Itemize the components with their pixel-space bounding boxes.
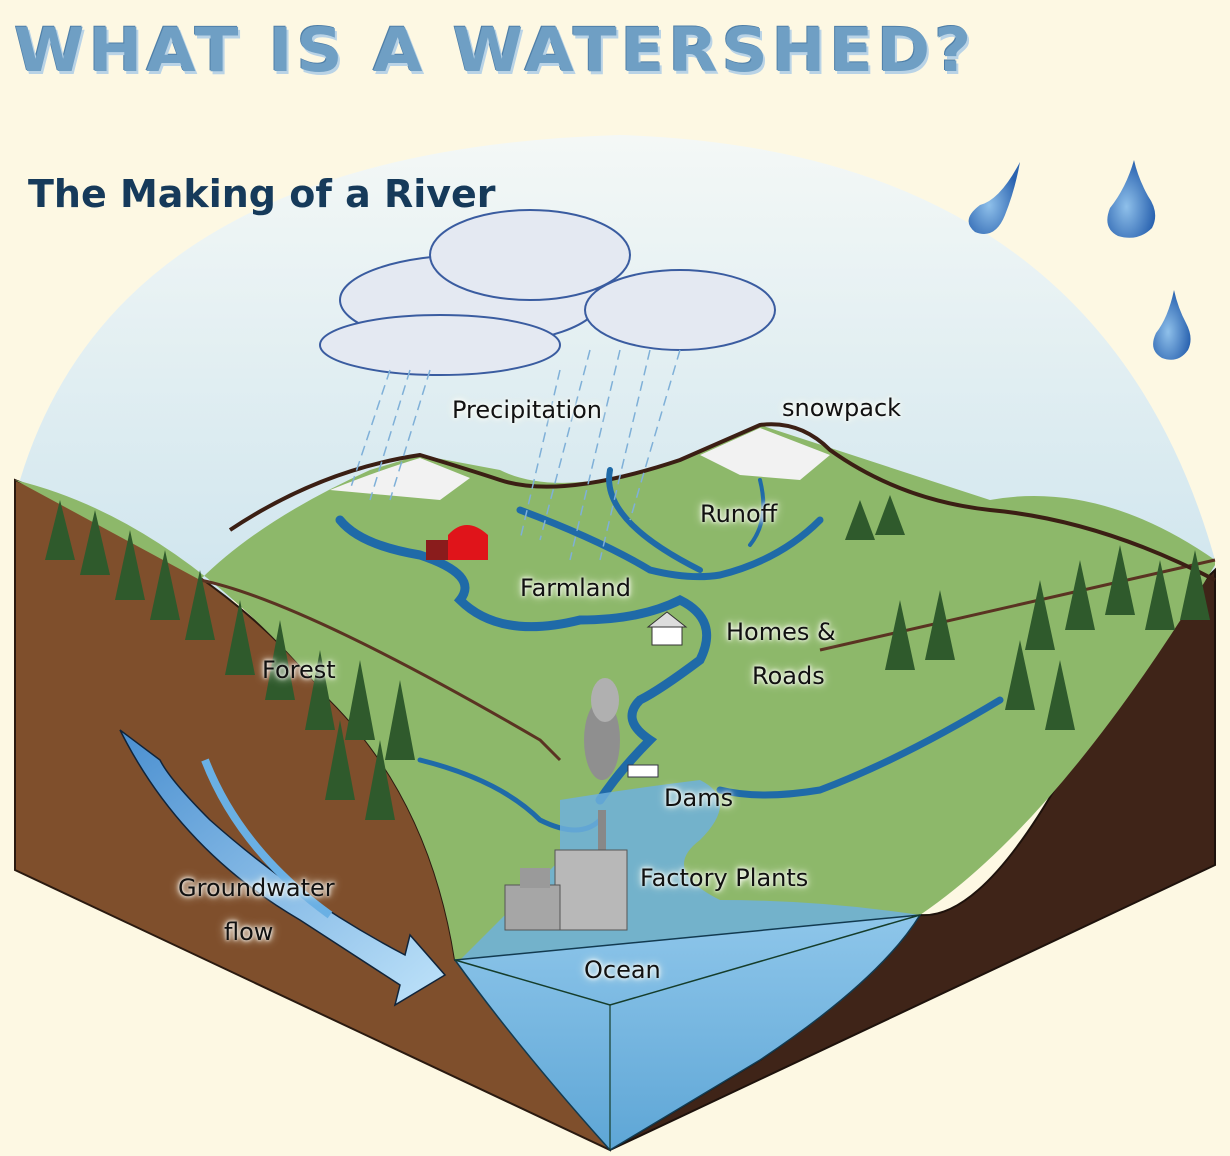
- mountain-ridge: [228, 422, 1216, 582]
- label-ocean: Ocean: [584, 956, 661, 984]
- dam-icon: [627, 764, 659, 778]
- label-dams: Dams: [664, 784, 734, 812]
- rain-streaks: [349, 349, 681, 561]
- label-groundwater: Groundwater: [178, 874, 335, 902]
- cloud-icon: [319, 209, 776, 376]
- subtitle: The Making of a River: [28, 172, 496, 216]
- label-homes: Homes &: [726, 618, 836, 646]
- factory-icon: [504, 678, 628, 931]
- barn-icon: [426, 525, 488, 560]
- page-title: WHAT IS A WATERSHED?: [14, 15, 976, 87]
- forest-trees: [45, 495, 1210, 820]
- house-icon: [646, 611, 688, 646]
- groundwater-arrow-icon: [119, 729, 447, 1007]
- label-factory-plants: Factory Plants: [640, 864, 809, 892]
- label-groundwater-flow: flow: [224, 918, 274, 946]
- raindrop-icon: [968, 162, 1020, 234]
- raindrop-icon: [1107, 160, 1156, 238]
- label-farmland: Farmland: [520, 574, 631, 602]
- label-forest: Forest: [262, 656, 336, 684]
- raindrop-icon: [1153, 290, 1191, 360]
- label-precipitation: Precipitation: [452, 396, 603, 424]
- label-snowpack: snowpack: [782, 394, 902, 422]
- river-network: [335, 467, 1004, 833]
- label-roads: Roads: [752, 662, 825, 690]
- ocean: [453, 914, 922, 1151]
- label-runoff: Runoff: [700, 500, 778, 528]
